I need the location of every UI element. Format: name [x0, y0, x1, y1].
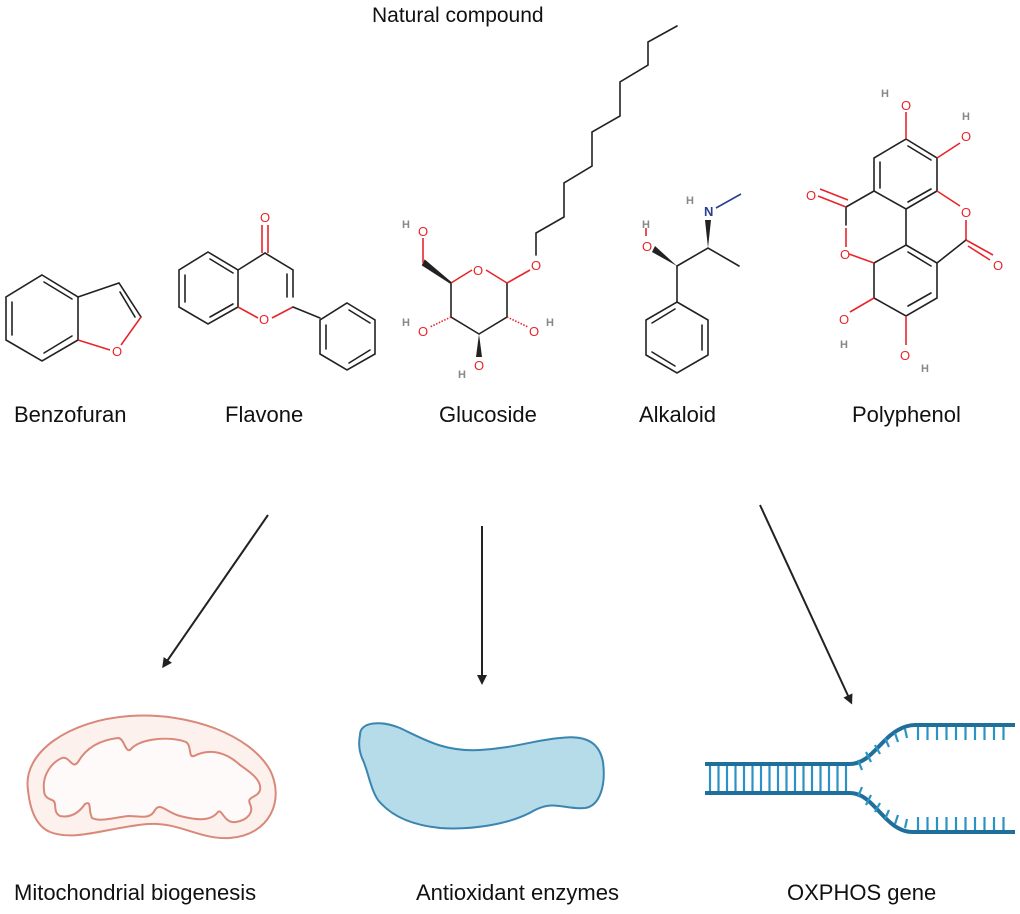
atom-o: O	[961, 205, 971, 220]
atom-o: O	[840, 247, 850, 262]
benzofuran-structure: O	[5, 274, 142, 362]
enzyme-icon	[358, 722, 605, 830]
dna-rung	[856, 786, 864, 798]
polyphenol-structure: O O O O O H O H O H O H	[806, 88, 1003, 375]
dna-rung	[865, 751, 872, 763]
atom-h: H	[402, 317, 410, 329]
atom-o: O	[260, 210, 270, 225]
dna-rung	[893, 814, 900, 825]
atom-o: O	[418, 324, 428, 339]
atom-h: H	[402, 219, 410, 231]
arrow-to-mitochondrial-biogenesis	[162, 514, 269, 669]
compound-label-polyphenol: Polyphenol	[852, 402, 961, 427]
dna-rung	[874, 802, 881, 813]
compound-label-glucoside: Glucoside	[439, 402, 537, 427]
atom-h: H	[881, 88, 889, 100]
atom-h: H	[642, 219, 650, 231]
compound-label-flavone: Flavone	[225, 402, 304, 427]
atom-o: O	[531, 258, 541, 273]
atom-h: H	[686, 195, 694, 207]
dna-rung	[903, 818, 909, 829]
atom-o: O	[473, 263, 483, 278]
atom-o: O	[418, 224, 428, 239]
atom-o: O	[901, 98, 911, 113]
outcome-label-mitochondrial-biogenesis: Mitochondrial biogenesis	[14, 880, 257, 905]
compound-label-benzofuran: Benzofuran	[14, 402, 127, 427]
alkaloid-structure: O H N H	[642, 193, 742, 374]
compound-label-alkaloid: Alkaloid	[639, 402, 717, 427]
diagram-title: Natural compound	[372, 4, 544, 27]
atom-o: O	[961, 129, 971, 144]
mitochondrion-icon	[26, 714, 277, 840]
dna-rung	[893, 732, 900, 743]
dna-rung	[883, 737, 891, 748]
atom-o: O	[474, 358, 484, 373]
dna-rung	[883, 809, 891, 820]
atom-o: O	[806, 188, 816, 203]
flavone-structure: O O	[178, 210, 376, 371]
atom-o: O	[993, 258, 1003, 273]
atom-h: H	[458, 369, 466, 381]
atom-h: H	[962, 111, 970, 123]
dna-icon	[705, 723, 1015, 834]
outcome-label-antioxidant-enzymes: Antioxidant enzymes	[416, 880, 619, 905]
atom-o: O	[642, 239, 652, 254]
dna-rung	[865, 794, 872, 806]
dna-rung	[874, 744, 881, 755]
atom-h: H	[921, 363, 929, 375]
atom-o: O	[900, 348, 910, 363]
atom-o: O	[529, 324, 539, 339]
arrow-to-oxphos-gene	[759, 504, 853, 705]
atom-n: N	[704, 204, 713, 219]
outcome-label-oxphos-gene: OXPHOS gene	[787, 880, 937, 905]
atom-o: O	[259, 312, 269, 327]
atom-h: H	[840, 339, 848, 351]
dna-rung	[856, 759, 864, 771]
glucoside-structure: O O H O O H O H O H	[402, 25, 678, 381]
atom-o: O	[112, 344, 122, 359]
atom-h: H	[546, 317, 554, 329]
atom-o: O	[839, 312, 849, 327]
dna-rung	[903, 728, 909, 739]
